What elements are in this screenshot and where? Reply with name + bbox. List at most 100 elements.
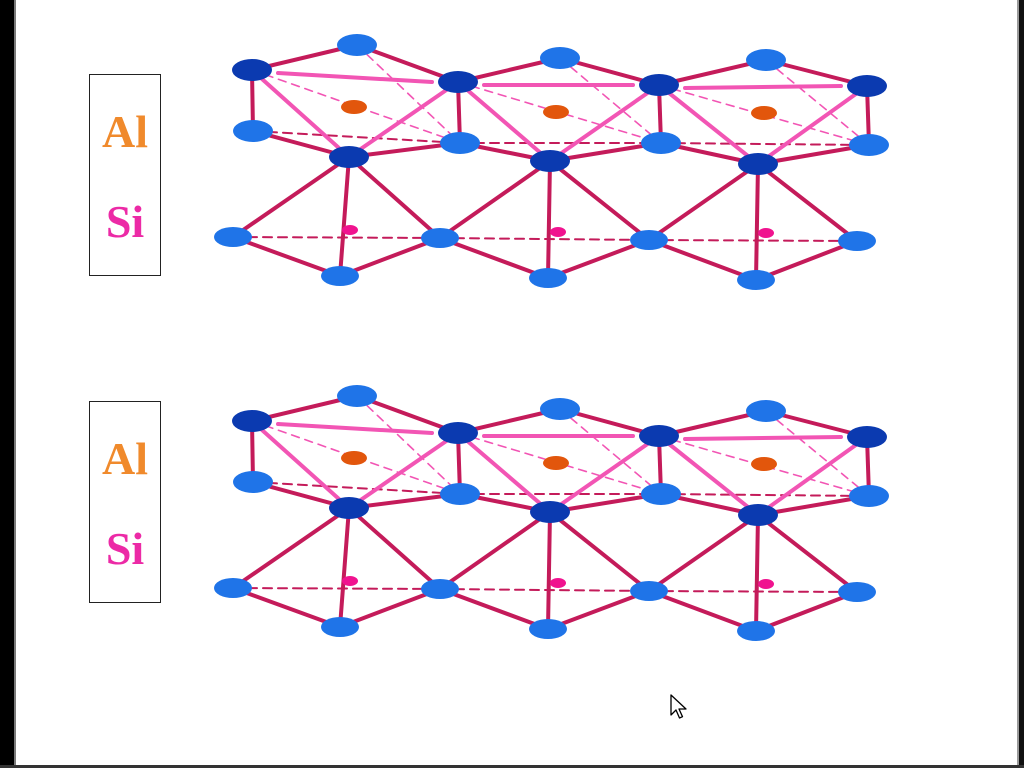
oxygen-atom bbox=[639, 425, 679, 447]
tetrahedral-bond bbox=[231, 155, 351, 239]
oxygen-atom bbox=[214, 578, 252, 598]
octahedral-bond bbox=[355, 394, 460, 435]
oxygen-atom bbox=[233, 120, 273, 142]
dashed-bond bbox=[252, 130, 461, 144]
octahedral-bond-light bbox=[276, 71, 434, 84]
tetrahedral-bond bbox=[347, 506, 442, 591]
octahedral-bond-light bbox=[250, 419, 351, 510]
tetrahedral-bond bbox=[546, 589, 651, 631]
tetrahedral-bond bbox=[647, 238, 758, 282]
al-atom bbox=[543, 456, 569, 470]
octahedral-bond-light bbox=[347, 431, 460, 510]
octahedral-bond-light bbox=[657, 83, 760, 166]
octahedral-bond-light bbox=[756, 84, 869, 166]
oxygen-atom bbox=[421, 228, 459, 248]
oxygen-atom bbox=[321, 266, 359, 286]
tetrahedral-bond bbox=[756, 162, 859, 243]
al-atom bbox=[341, 451, 367, 465]
octahedral-bond-light bbox=[756, 435, 869, 517]
oxygen-atom bbox=[421, 579, 459, 599]
dashed-bond bbox=[232, 587, 441, 590]
window-right-border bbox=[1019, 0, 1024, 768]
octahedral-bond-light bbox=[657, 434, 760, 517]
dashed-bond bbox=[765, 410, 870, 497]
window-left-border-shade bbox=[14, 0, 16, 768]
oxygen-atom bbox=[337, 385, 377, 407]
tetrahedral-bond bbox=[546, 238, 651, 280]
oxygen-atom bbox=[529, 268, 567, 288]
oxygen-atom bbox=[630, 230, 668, 250]
window-left-border bbox=[0, 0, 14, 768]
oxygen-atom bbox=[737, 621, 775, 641]
window-right-border-shade bbox=[1017, 0, 1019, 768]
tetrahedral-bond bbox=[647, 513, 760, 593]
tetrahedral-bond bbox=[546, 159, 552, 280]
legend-al-label: Al bbox=[102, 106, 148, 157]
tetrahedral-bond bbox=[548, 510, 651, 593]
oxygen-atom bbox=[530, 501, 570, 523]
dashed-bond bbox=[559, 57, 662, 144]
legend-box-top: Al Si bbox=[89, 74, 161, 276]
octahedral-bond-light bbox=[548, 434, 661, 514]
tetrahedral-bond bbox=[438, 587, 550, 631]
al-atom bbox=[751, 457, 777, 471]
oxygen-atom bbox=[738, 504, 778, 526]
oxygen-atom bbox=[329, 146, 369, 168]
tetrahedral-bond bbox=[231, 506, 351, 590]
octahedral-bond-light bbox=[683, 84, 843, 90]
oxygen-atom bbox=[440, 132, 480, 154]
structure-panel-top bbox=[214, 34, 889, 290]
al-atom bbox=[543, 105, 569, 119]
tetrahedral-bond bbox=[231, 235, 342, 278]
tetrahedral-bond bbox=[438, 159, 552, 240]
dashed-bond bbox=[648, 590, 858, 593]
oxygen-atom bbox=[838, 582, 876, 602]
legend-si-label: Si bbox=[105, 523, 145, 574]
oxygen-atom bbox=[849, 134, 889, 156]
dashed-bond bbox=[658, 84, 870, 146]
dashed-bond bbox=[765, 59, 870, 146]
legend-al-label: Al bbox=[102, 433, 148, 484]
tetrahedral-bond bbox=[347, 155, 442, 240]
dashed-bond bbox=[251, 420, 461, 495]
dashed-bond bbox=[559, 408, 662, 495]
oxygen-atom bbox=[849, 485, 889, 507]
octahedral-bond-light bbox=[347, 80, 460, 159]
oxygen-atom bbox=[746, 49, 786, 71]
tetrahedral-bond bbox=[647, 162, 760, 242]
tetrahedral-bond bbox=[647, 589, 758, 633]
octahedral-bond-light bbox=[250, 68, 351, 159]
oxygen-atom bbox=[838, 231, 876, 251]
tetrahedral-bond bbox=[756, 513, 859, 594]
oxygen-atom bbox=[530, 150, 570, 172]
oxygen-atom bbox=[440, 483, 480, 505]
octahedral-bond-light bbox=[683, 435, 843, 441]
oxygen-atom bbox=[641, 132, 681, 154]
dashed-bond bbox=[660, 142, 870, 146]
si-atom bbox=[342, 576, 358, 586]
oxygen-atom bbox=[329, 497, 369, 519]
dashed-bond bbox=[439, 237, 650, 241]
oxygen-atom bbox=[232, 59, 272, 81]
legend-si-label: Si bbox=[105, 196, 145, 247]
octahedral-bond-light bbox=[456, 80, 552, 163]
tetrahedral-bond bbox=[754, 239, 859, 282]
tetrahedral-bond bbox=[338, 236, 442, 278]
dashed-bond bbox=[252, 481, 461, 495]
legend-box-bottom: Al Si bbox=[89, 401, 161, 603]
oxygen-atom bbox=[847, 75, 887, 97]
octahedral-bond bbox=[355, 43, 460, 84]
oxygen-atom bbox=[737, 270, 775, 290]
tetrahedral-bond bbox=[338, 155, 351, 278]
tetrahedral-bond bbox=[438, 236, 550, 280]
tetrahedral-bond bbox=[546, 510, 552, 631]
oxygen-atom bbox=[738, 153, 778, 175]
oxygen-atom bbox=[630, 581, 668, 601]
dashed-bond bbox=[648, 239, 858, 242]
tetrahedral-bond bbox=[338, 506, 351, 629]
tetrahedral-bond bbox=[438, 510, 552, 591]
dashed-bond bbox=[232, 236, 441, 239]
dashed-bond bbox=[658, 435, 870, 497]
si-atom bbox=[758, 228, 774, 238]
